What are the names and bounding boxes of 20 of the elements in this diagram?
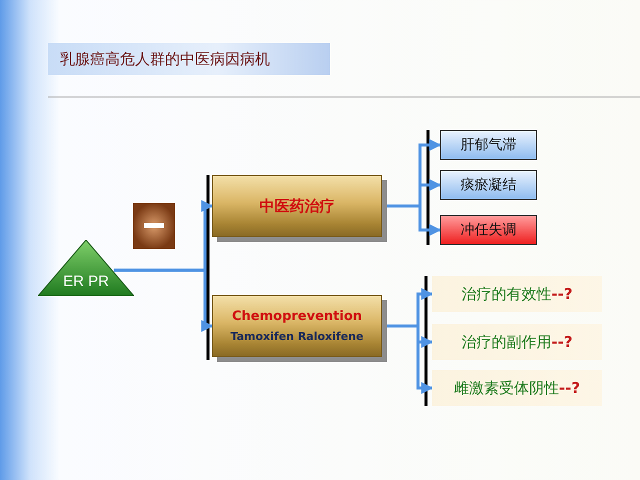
arrow [385,204,442,236]
triangle-node [38,240,134,296]
node-label: 肝郁气滞 [460,136,516,154]
arrow [114,268,214,332]
cause-box [440,215,537,245]
node-label: 治疗的副作用--? [461,332,573,352]
node-label: 治疗的有效性--? [461,284,573,304]
cause-box [440,130,537,160]
node-label: 雌激素受体阴性--? [454,378,580,398]
node-label: 冲任失调 [460,221,516,239]
node-label: 痰瘀凝结 [460,176,516,194]
drug-names: Tamoxifen Raloxifene [230,330,364,343]
question-panel [432,370,602,406]
question-panel [432,324,602,360]
box-heading: Chemoprevention [232,309,362,324]
title-banner: 乳腺癌高危人群的中医病因病机 [48,43,330,75]
question-panel [432,276,602,312]
cause-box [440,170,537,200]
node-label: ER PR [63,273,109,292]
box-heading: 中医药治疗 [260,196,334,216]
